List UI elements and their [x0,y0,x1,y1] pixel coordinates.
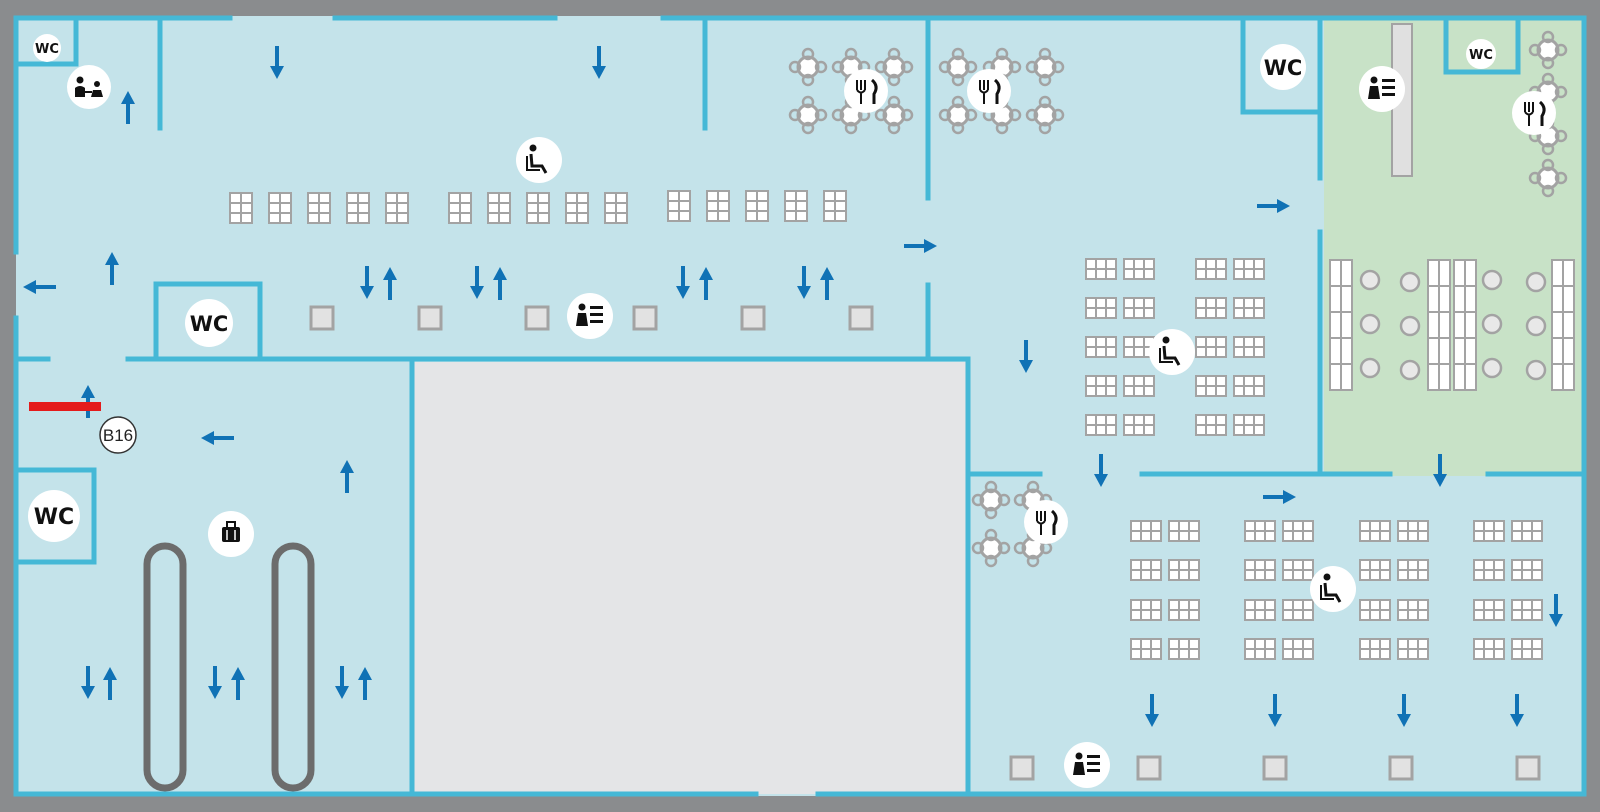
information-desk-icon[interactable] [567,293,613,339]
dining-icon[interactable] [1024,500,1068,544]
baggage-carousel [271,542,315,792]
restroom-label: WC [1469,48,1493,63]
gate-seating-upper [229,190,847,224]
baggage-carousels [143,542,315,792]
baggage-claim-icon[interactable] [208,511,254,557]
seating-area-icon[interactable] [1310,566,1356,612]
restroom-icon[interactable]: WC [28,490,80,542]
restroom-icon[interactable]: WC [185,299,233,347]
family-room-icon[interactable] [67,65,111,109]
seating-area-icon[interactable] [516,137,562,183]
restroom-icon[interactable]: WC [1260,44,1306,90]
you-are-here-marker [29,402,101,411]
information-desk-icon[interactable] [1064,742,1110,788]
restroom-label: WC [1264,56,1303,80]
restroom-icon[interactable]: WC [1466,39,1496,69]
restroom-label: WC [190,312,229,336]
dining-icon[interactable] [967,69,1011,113]
atrium-void [414,362,968,794]
restroom-label: WC [34,505,74,530]
walls [13,15,1587,797]
restroom-label: WC [35,42,59,57]
dining-icon[interactable] [1512,91,1556,135]
seating-area-icon[interactable] [1149,329,1195,375]
gate-marker[interactable]: B16 [99,416,137,454]
gate-label: B16 [103,426,133,445]
dining-icon[interactable] [844,69,888,113]
restroom-icon[interactable]: WC [33,34,61,62]
baggage-carousel [143,542,187,792]
information-desk-icon[interactable] [1359,66,1405,112]
